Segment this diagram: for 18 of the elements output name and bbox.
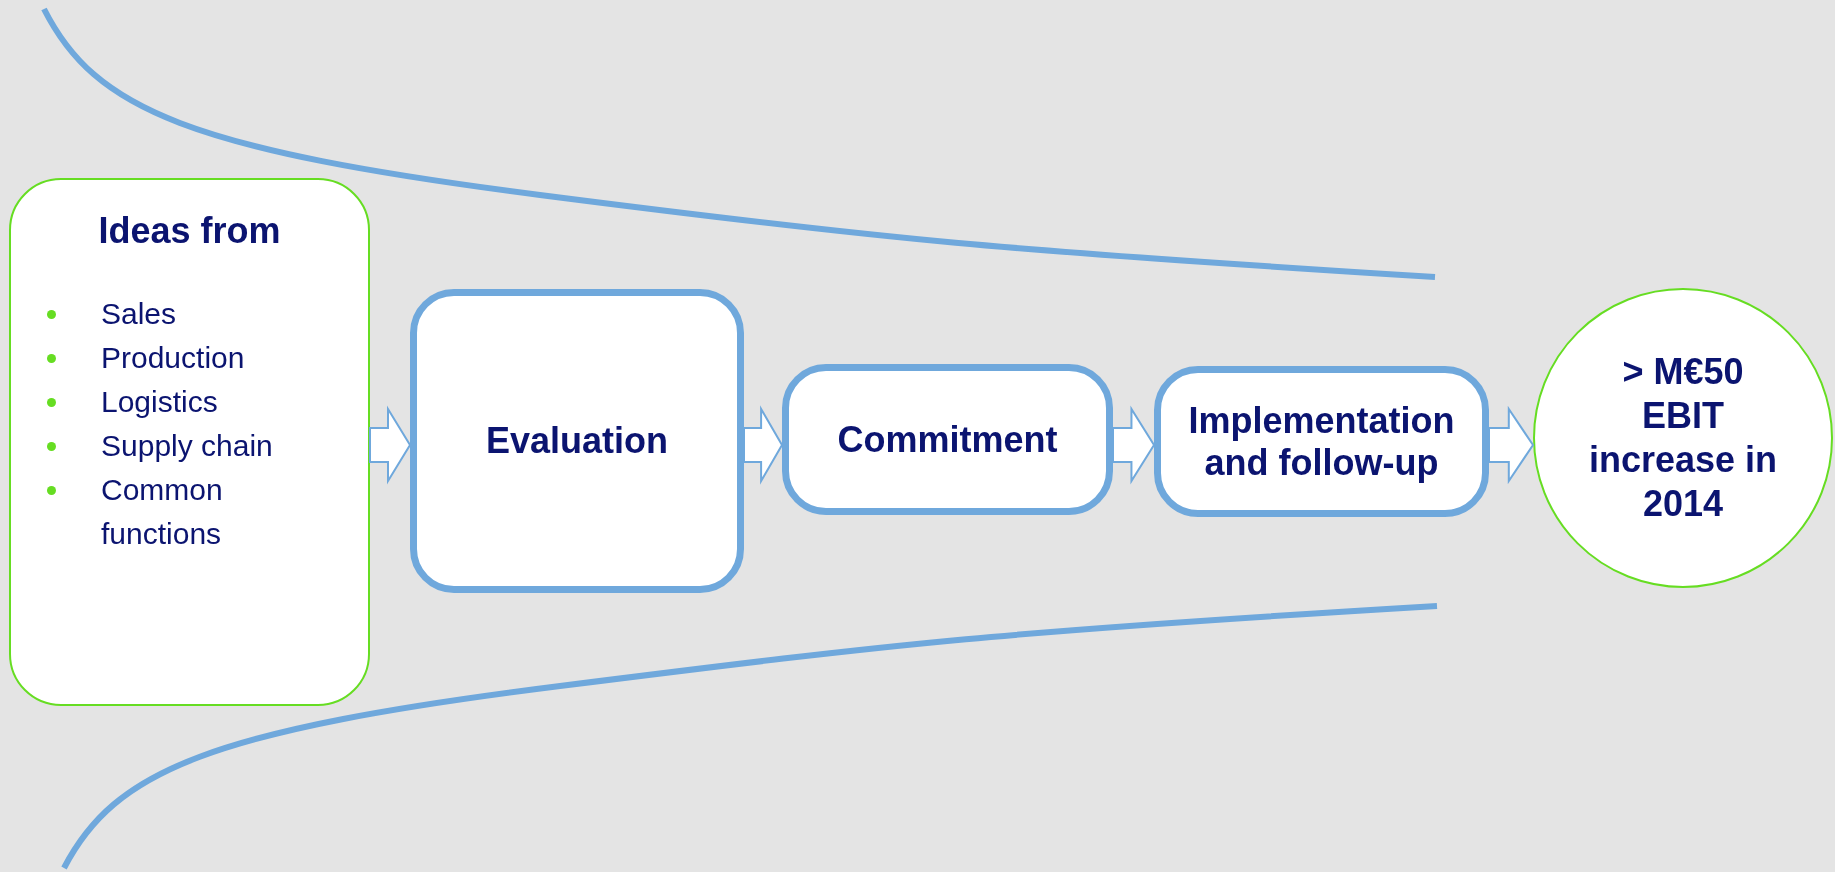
step-label: Evaluation — [485, 420, 668, 462]
block-arrow — [743, 405, 784, 485]
block-arrow — [1488, 405, 1535, 485]
list-item: Common functions — [101, 472, 224, 552]
block-arrow — [369, 405, 412, 485]
list-item: Logistics — [101, 384, 219, 420]
step-label: Commitment — [837, 418, 1058, 461]
list-item: Production — [101, 340, 246, 376]
step-label: Implementation and follow-up — [1187, 399, 1456, 484]
source-box — [9, 178, 370, 706]
step-label: > M€50 EBIT increase in 2014 — [1588, 350, 1778, 526]
process-box — [1154, 366, 1489, 517]
list-item: Supply chain — [101, 428, 274, 464]
process-box — [410, 289, 744, 593]
list-item: Sales — [101, 296, 178, 332]
heading: Ideas from — [98, 210, 281, 252]
block-arrow — [1112, 405, 1156, 485]
process-box — [782, 364, 1113, 515]
